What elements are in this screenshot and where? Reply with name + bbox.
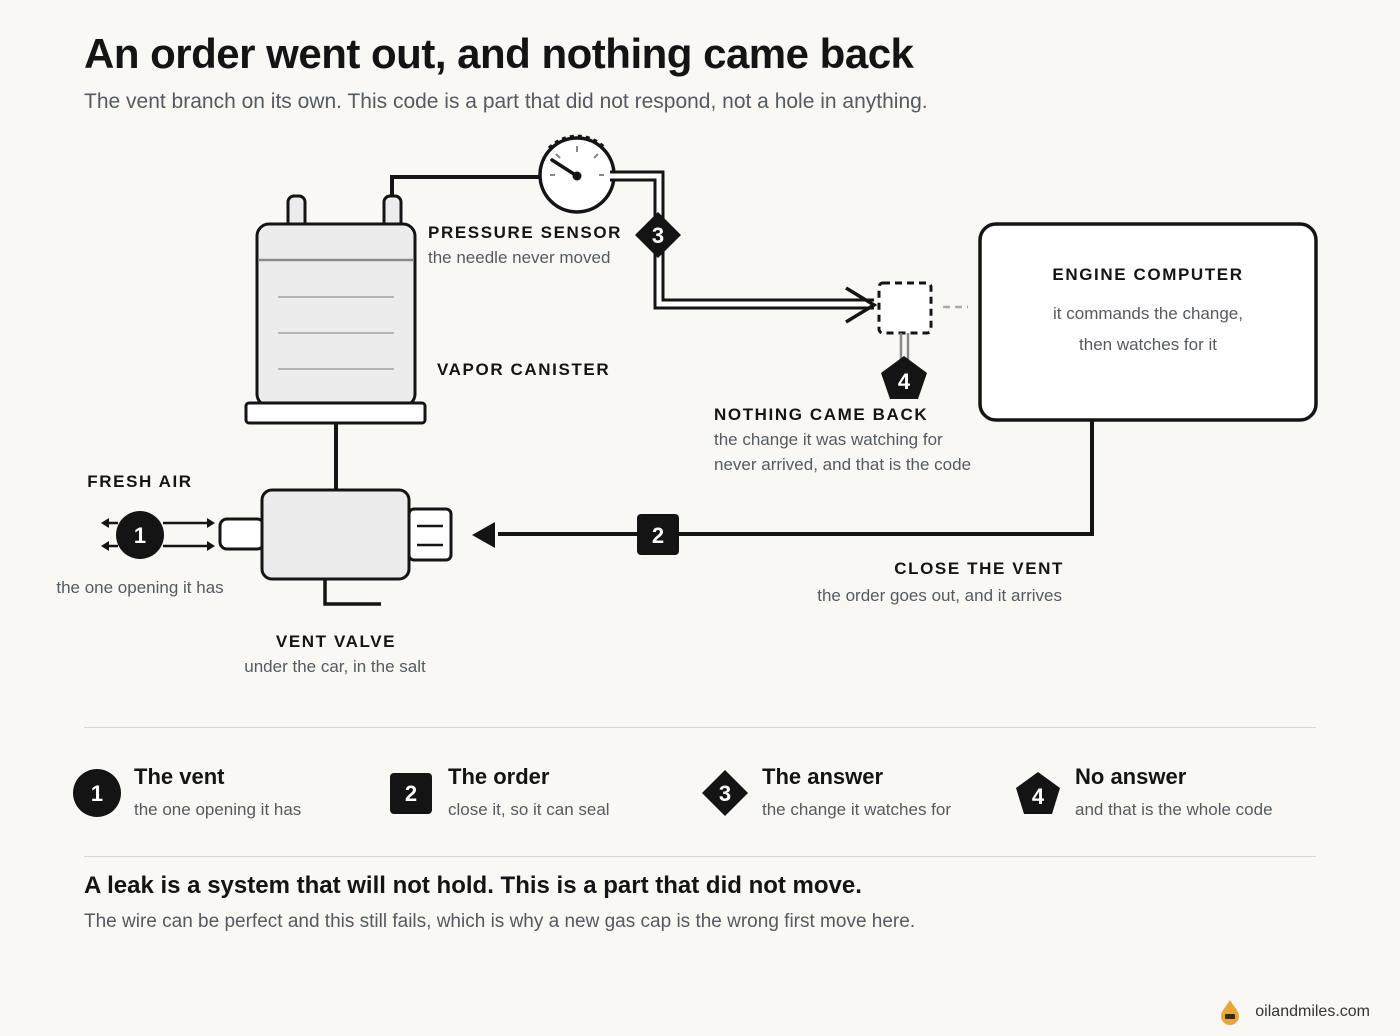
- legend-title: The vent: [134, 764, 225, 789]
- pressure-sensor-label: PRESSURE SENSOR: [428, 223, 622, 242]
- canister-base: [244, 401, 427, 425]
- legend-badge-circle: 1: [73, 769, 121, 817]
- vent-valve: [218, 488, 453, 606]
- brand-name[interactable]: oilandmiles.com: [1255, 1003, 1370, 1020]
- valve-body: [260, 488, 411, 581]
- badge-4-pentagon: 4: [881, 356, 927, 399]
- legend-sub: close it, so it can seal: [448, 800, 610, 819]
- pressure-sensor-sub: the needle never moved: [428, 248, 610, 267]
- legend-badge-square: 2: [390, 773, 432, 814]
- legend-title: The order: [448, 764, 550, 789]
- legend-sub: the one opening it has: [134, 800, 302, 819]
- badge-1-circle: 1: [116, 511, 164, 559]
- engine-computer-line-1: it commands the change,: [1053, 304, 1243, 323]
- canister-body: [255, 222, 417, 408]
- nothing-came-back-label: NOTHING CAME BACK: [714, 405, 928, 424]
- svg-text:3: 3: [719, 781, 731, 806]
- footer-title: A leak is a system that will not hold. T…: [84, 872, 862, 899]
- oil-drop-icon: [1221, 1000, 1240, 1025]
- pressure-sensor-gauge: [538, 134, 616, 214]
- vent-valve-label: VENT VALVE: [276, 632, 396, 651]
- command-line: [472, 420, 1094, 548]
- badge-3-diamond: 3: [635, 212, 681, 258]
- vapor-canister-label: VAPOR CANISTER: [437, 360, 610, 379]
- missing-response-box: [877, 281, 933, 335]
- engine-computer-line-2: then watches for it: [1079, 335, 1217, 354]
- valve-inlet: [218, 517, 266, 551]
- svg-text:4: 4: [1032, 784, 1045, 809]
- divider-bottom: [84, 856, 1316, 857]
- badge-2-square: 2: [637, 514, 679, 555]
- brand[interactable]: oilandmiles.com: [1219, 999, 1370, 1025]
- svg-text:1: 1: [91, 781, 103, 806]
- svg-text:3: 3: [652, 223, 664, 248]
- fresh-air-sub: the one opening it has: [56, 578, 223, 597]
- svg-text:2: 2: [405, 781, 417, 806]
- nothing-came-back-line-2: never arrived, and that is the code: [714, 455, 971, 474]
- divider-top: [84, 727, 1316, 728]
- gauge-needle: [550, 158, 579, 178]
- page-title: An order went out, and nothing came back: [84, 30, 914, 77]
- command-arrowhead: [472, 522, 495, 548]
- vapor-canister: [244, 194, 427, 425]
- vent-valve-sub: under the car, in the salt: [244, 657, 426, 676]
- legend-sub: the change it watches for: [762, 800, 952, 819]
- signal-arrowhead: [845, 286, 878, 324]
- svg-text:1: 1: [134, 523, 146, 548]
- legend-title: No answer: [1075, 764, 1187, 789]
- sensor-hose: [390, 175, 545, 200]
- svg-text:2: 2: [652, 523, 664, 548]
- engine-computer-label: ENGINE COMPUTER: [1052, 265, 1243, 284]
- fresh-air-label: FRESH AIR: [87, 472, 192, 491]
- engine-computer: ENGINE COMPUTER it commands the change, …: [978, 222, 1318, 422]
- valve-connector: [407, 507, 453, 562]
- legend-badge-diamond: 3: [702, 770, 748, 816]
- close-the-vent-sub: the order goes out, and it arrives: [817, 586, 1062, 605]
- legend-sub: and that is the whole code: [1075, 800, 1273, 819]
- close-the-vent-label: CLOSE THE VENT: [894, 559, 1064, 578]
- legend-badge-pentagon: 4: [1016, 772, 1060, 814]
- evap-vent-diagram: 3 4 ENGINE COMPUTER it commands the chan…: [56, 134, 1318, 676]
- nothing-came-back-line-1: the change it was watching for: [714, 430, 943, 449]
- page-subtitle: The vent branch on its own. This code is…: [84, 90, 928, 113]
- svg-text:4: 4: [898, 369, 911, 394]
- fresh-air-arrows: [101, 518, 215, 551]
- legend-title: The answer: [762, 764, 884, 789]
- footer-body: The wire can be perfect and this still f…: [84, 911, 916, 932]
